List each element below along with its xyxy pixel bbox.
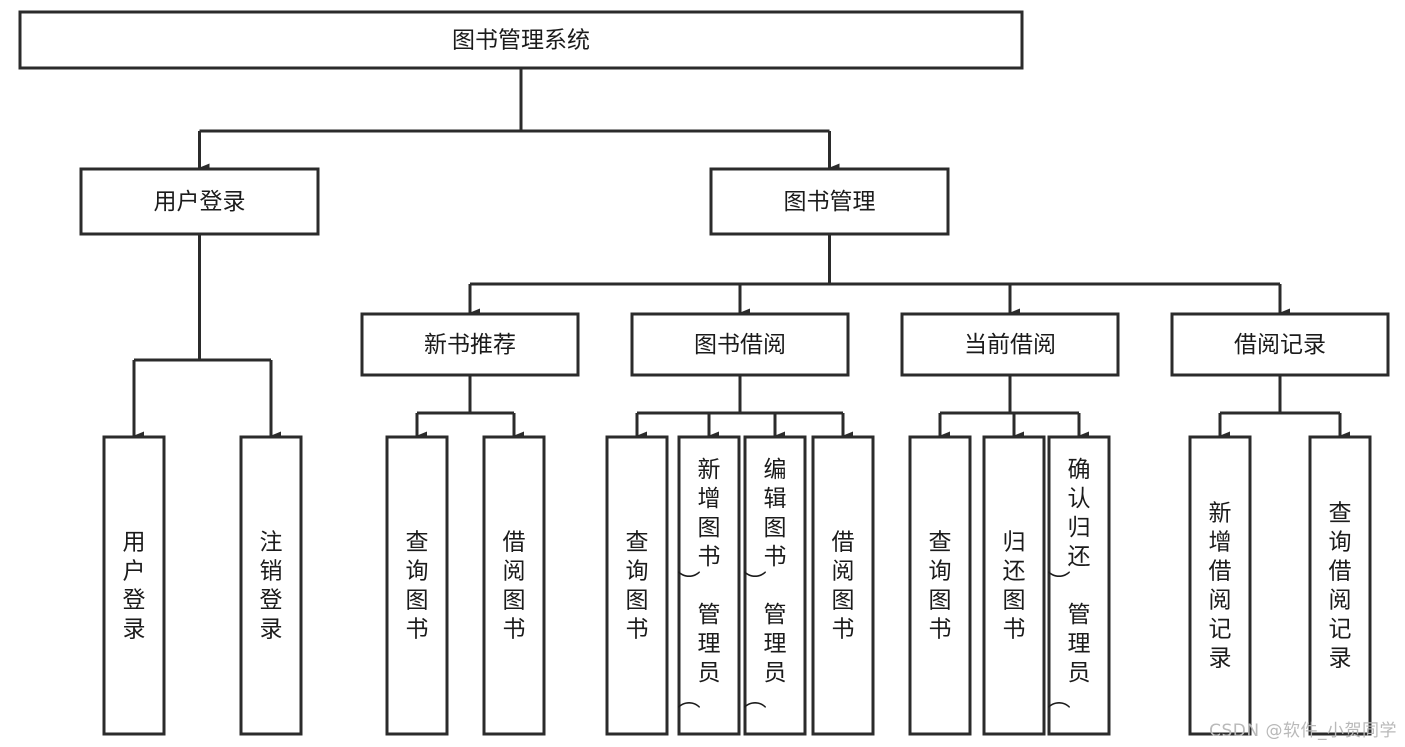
node-label: 当前借阅 [964, 332, 1056, 358]
node-box[interactable] [709, 167, 950, 236]
node-label: 查询图书 [406, 530, 429, 643]
node-leaf-query-book-1[interactable]: 查询图书 [385, 435, 449, 736]
node-leaf-query-record[interactable]: 查询借阅记录 [1308, 435, 1372, 736]
node-leaf-query-book-2[interactable]: 查询图书 [605, 435, 669, 736]
node-label: 查询图书 [626, 530, 649, 643]
node-leaf-query-book-3[interactable]: 查询图书 [908, 435, 972, 736]
node-label: 图书管理系统 [452, 28, 590, 54]
node-label: 图书管理 [784, 189, 876, 215]
node-leaf-return-book[interactable]: 归还图书 [982, 435, 1046, 736]
nodes-layer: 图书管理系统用户登录图书管理新书推荐图书借阅当前借阅借阅记录用户登录注销登录查询… [18, 10, 1390, 736]
watermark-text: CSDN @软件_小贺同学 [1209, 721, 1397, 741]
node-box[interactable] [385, 435, 449, 736]
node-leaf-edit-book[interactable]: 编辑图书（管理员） [743, 435, 807, 736]
node-box[interactable] [743, 435, 807, 736]
node-label: 用户登录 [154, 189, 246, 215]
node-box[interactable] [811, 435, 875, 736]
node-label: 查询借阅记录 [1329, 501, 1352, 672]
node-book-manage[interactable]: 图书管理 [709, 167, 950, 236]
node-label: 新增图书（管理员） [678, 457, 721, 709]
node-borrow-record[interactable]: 借阅记录 [1170, 312, 1390, 377]
node-label: 新增借阅记录 [1209, 501, 1232, 672]
node-box[interactable] [630, 312, 850, 377]
node-box[interactable] [1170, 312, 1390, 377]
node-box[interactable] [982, 435, 1046, 736]
node-label: 归还图书 [1003, 530, 1026, 643]
node-leaf-borrow-book-2[interactable]: 借阅图书 [811, 435, 875, 736]
node-book-borrow[interactable]: 图书借阅 [630, 312, 850, 377]
node-box[interactable] [677, 435, 741, 736]
node-box[interactable] [79, 167, 320, 236]
node-label: 新书推荐 [424, 332, 516, 358]
node-user-login[interactable]: 用户登录 [79, 167, 320, 236]
node-leaf-user-login[interactable]: 用户登录 [102, 435, 166, 736]
node-label: 借阅记录 [1234, 332, 1326, 358]
node-new-book-rec[interactable]: 新书推荐 [360, 312, 580, 377]
node-box[interactable] [360, 312, 580, 377]
edges-layer [132, 68, 1350, 441]
node-box[interactable] [18, 10, 1024, 70]
node-label: 确认归还（管理员） [1048, 457, 1091, 709]
node-box[interactable] [1308, 435, 1372, 736]
node-label: 借阅图书 [503, 530, 526, 643]
node-box[interactable] [239, 435, 303, 736]
node-label: 注销登录 [260, 530, 283, 643]
node-box[interactable] [1188, 435, 1252, 736]
node-root[interactable]: 图书管理系统 [18, 10, 1024, 70]
node-leaf-confirm-return[interactable]: 确认归还（管理员） [1047, 435, 1111, 736]
node-leaf-add-record[interactable]: 新增借阅记录 [1188, 435, 1252, 736]
node-leaf-borrow-book-1[interactable]: 借阅图书 [482, 435, 546, 736]
node-box[interactable] [908, 435, 972, 736]
node-current-borrow[interactable]: 当前借阅 [900, 312, 1120, 377]
node-label: 借阅图书 [832, 530, 855, 643]
node-box[interactable] [1047, 435, 1111, 736]
node-label: 图书借阅 [694, 332, 786, 358]
node-leaf-logout[interactable]: 注销登录 [239, 435, 303, 736]
node-label: 编辑图书（管理员） [744, 457, 787, 709]
node-box[interactable] [605, 435, 669, 736]
node-box[interactable] [102, 435, 166, 736]
node-box[interactable] [482, 435, 546, 736]
node-label: 查询图书 [929, 530, 952, 643]
node-leaf-add-book[interactable]: 新增图书（管理员） [677, 435, 741, 736]
node-box[interactable] [900, 312, 1120, 377]
node-label: 用户登录 [123, 530, 146, 643]
